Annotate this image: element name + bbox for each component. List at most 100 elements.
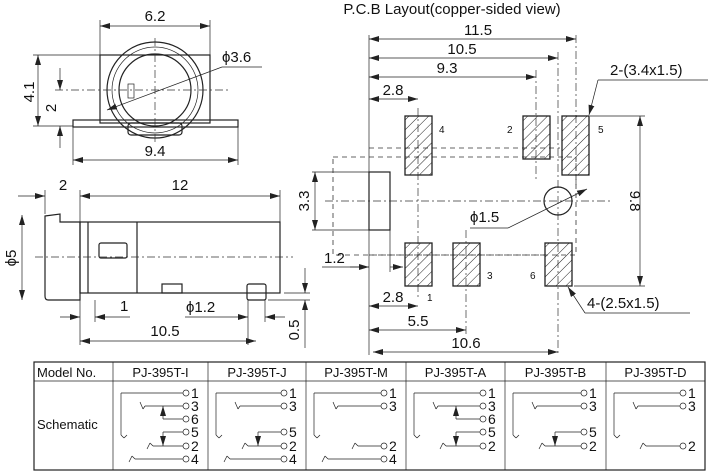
- dim-center-height: 2: [43, 104, 60, 112]
- schematic-line: [128, 455, 133, 463]
- pin-label: 3: [688, 398, 696, 414]
- terminal-icon: [182, 428, 190, 436]
- pin-label: 2: [688, 438, 696, 454]
- schematic-line: [642, 442, 647, 447]
- pad-label-2: 2: [507, 125, 513, 136]
- schematic-line: [332, 401, 337, 410]
- schematic-line: [413, 434, 418, 439]
- pin-label: 5: [289, 424, 297, 440]
- dim-height: 4.1: [21, 82, 38, 103]
- terminal-icon: [380, 442, 388, 450]
- pin-label: 1: [688, 385, 696, 401]
- dim-9-8: 9.8: [626, 191, 643, 212]
- schematic-line: [354, 442, 359, 447]
- schematic-line: [439, 442, 444, 450]
- schematic-line: [120, 434, 125, 439]
- dim-offset: 1: [120, 298, 128, 315]
- row-label-schematic: Schematic: [37, 417, 98, 432]
- terminal-icon: [479, 402, 487, 410]
- schematic-line: [142, 405, 146, 410]
- schematic-line: [139, 401, 144, 410]
- pin-label: 1: [289, 385, 297, 401]
- terminal-icon: [580, 442, 588, 450]
- terminal-icon: [280, 389, 288, 397]
- header-model-no: Model No.: [37, 365, 96, 380]
- pin-label: 1: [191, 385, 199, 401]
- mounting-hole: [543, 186, 573, 216]
- terminal-icon: [380, 402, 388, 410]
- model-name: PJ-395T-D: [624, 365, 686, 380]
- terminal-icon: [182, 389, 190, 397]
- terminal-icon: [679, 402, 687, 410]
- pin-label: 6: [191, 411, 199, 427]
- pin-label: 5: [191, 424, 199, 440]
- model-name: PJ-395T-A: [425, 365, 487, 380]
- model-name: PJ-395T-B: [525, 365, 586, 380]
- schematic-line: [218, 434, 223, 439]
- pin-label: 3: [289, 398, 297, 414]
- terminal-icon: [479, 389, 487, 397]
- terminal-icon: [280, 402, 288, 410]
- pin-label: 1: [488, 385, 496, 401]
- schematic-line: [237, 405, 241, 410]
- pin-label: 3: [389, 398, 397, 414]
- pcb-layout: P.C.B Layout(copper-sided view) 4 2 5 1 …: [296, 1, 708, 355]
- pin-label: 2: [488, 438, 496, 454]
- schematic-line: [324, 455, 329, 460]
- schematic-line: [335, 405, 339, 410]
- dim-5-5: 5.5: [408, 313, 429, 330]
- schematic-line: [351, 442, 356, 450]
- terminal-icon: [679, 442, 687, 450]
- dim-pin-diameter: ϕ1.2: [186, 299, 215, 316]
- schematic-line: [241, 442, 246, 450]
- schematic-line: [321, 455, 326, 463]
- dim-2-8-top: 2.8: [383, 82, 404, 99]
- dim-pin-position: 10.5: [150, 323, 179, 340]
- schematic-line: [131, 455, 136, 460]
- terminal-icon: [580, 402, 588, 410]
- pad-2: [522, 115, 551, 160]
- dim-width: 6.2: [145, 8, 166, 25]
- dim-diameter: ϕ5: [3, 250, 20, 267]
- pin-label: 3: [191, 398, 199, 414]
- schematic-line: [515, 434, 520, 439]
- terminal-icon: [479, 442, 487, 450]
- pad-label-4: 4: [439, 125, 445, 136]
- pin-label: 6: [488, 411, 496, 427]
- dim-3-3: 3.3: [296, 191, 313, 212]
- schematic-line: [442, 442, 447, 447]
- terminal-icon: [182, 402, 190, 410]
- terminal-icon: [280, 455, 288, 463]
- schematic-line: [613, 434, 618, 439]
- schematic-line: [531, 401, 536, 410]
- pad-4: [404, 115, 433, 176]
- terminal-icon: [182, 442, 190, 450]
- pin-label: 4: [289, 451, 297, 467]
- dim-1-2: 1.2: [324, 250, 345, 267]
- model-name: PJ-395T-J: [227, 365, 286, 380]
- pad-5: [561, 115, 590, 176]
- terminal-icon: [580, 389, 588, 397]
- terminal-icon: [280, 442, 288, 450]
- pin-label: 2: [389, 438, 397, 454]
- schematic-line: [244, 442, 249, 447]
- pin-label: 4: [191, 451, 199, 467]
- schematic-line: [234, 401, 239, 410]
- pin-label: 3: [589, 398, 597, 414]
- dim-small-pads: 4-(2.5x1.5): [587, 295, 660, 312]
- schematic-line: [146, 442, 151, 450]
- pin-label: 2: [191, 438, 199, 454]
- pin-label: 3: [488, 398, 496, 414]
- schematic-line: [432, 401, 437, 410]
- schematic-line: [512, 434, 517, 439]
- dim-front: 2: [59, 177, 67, 194]
- schematic-line: [149, 442, 154, 447]
- model-name: PJ-395T-M: [324, 365, 388, 380]
- terminal-icon: [380, 455, 388, 463]
- schematic-line: [223, 455, 228, 463]
- terminal-icon: [182, 455, 190, 463]
- front-view: 6.2 9.4 4.1 2 ϕ3.6: [21, 8, 262, 165]
- model-table: Model No. Schematic PJ-395T-I136524PJ-39…: [33, 361, 706, 471]
